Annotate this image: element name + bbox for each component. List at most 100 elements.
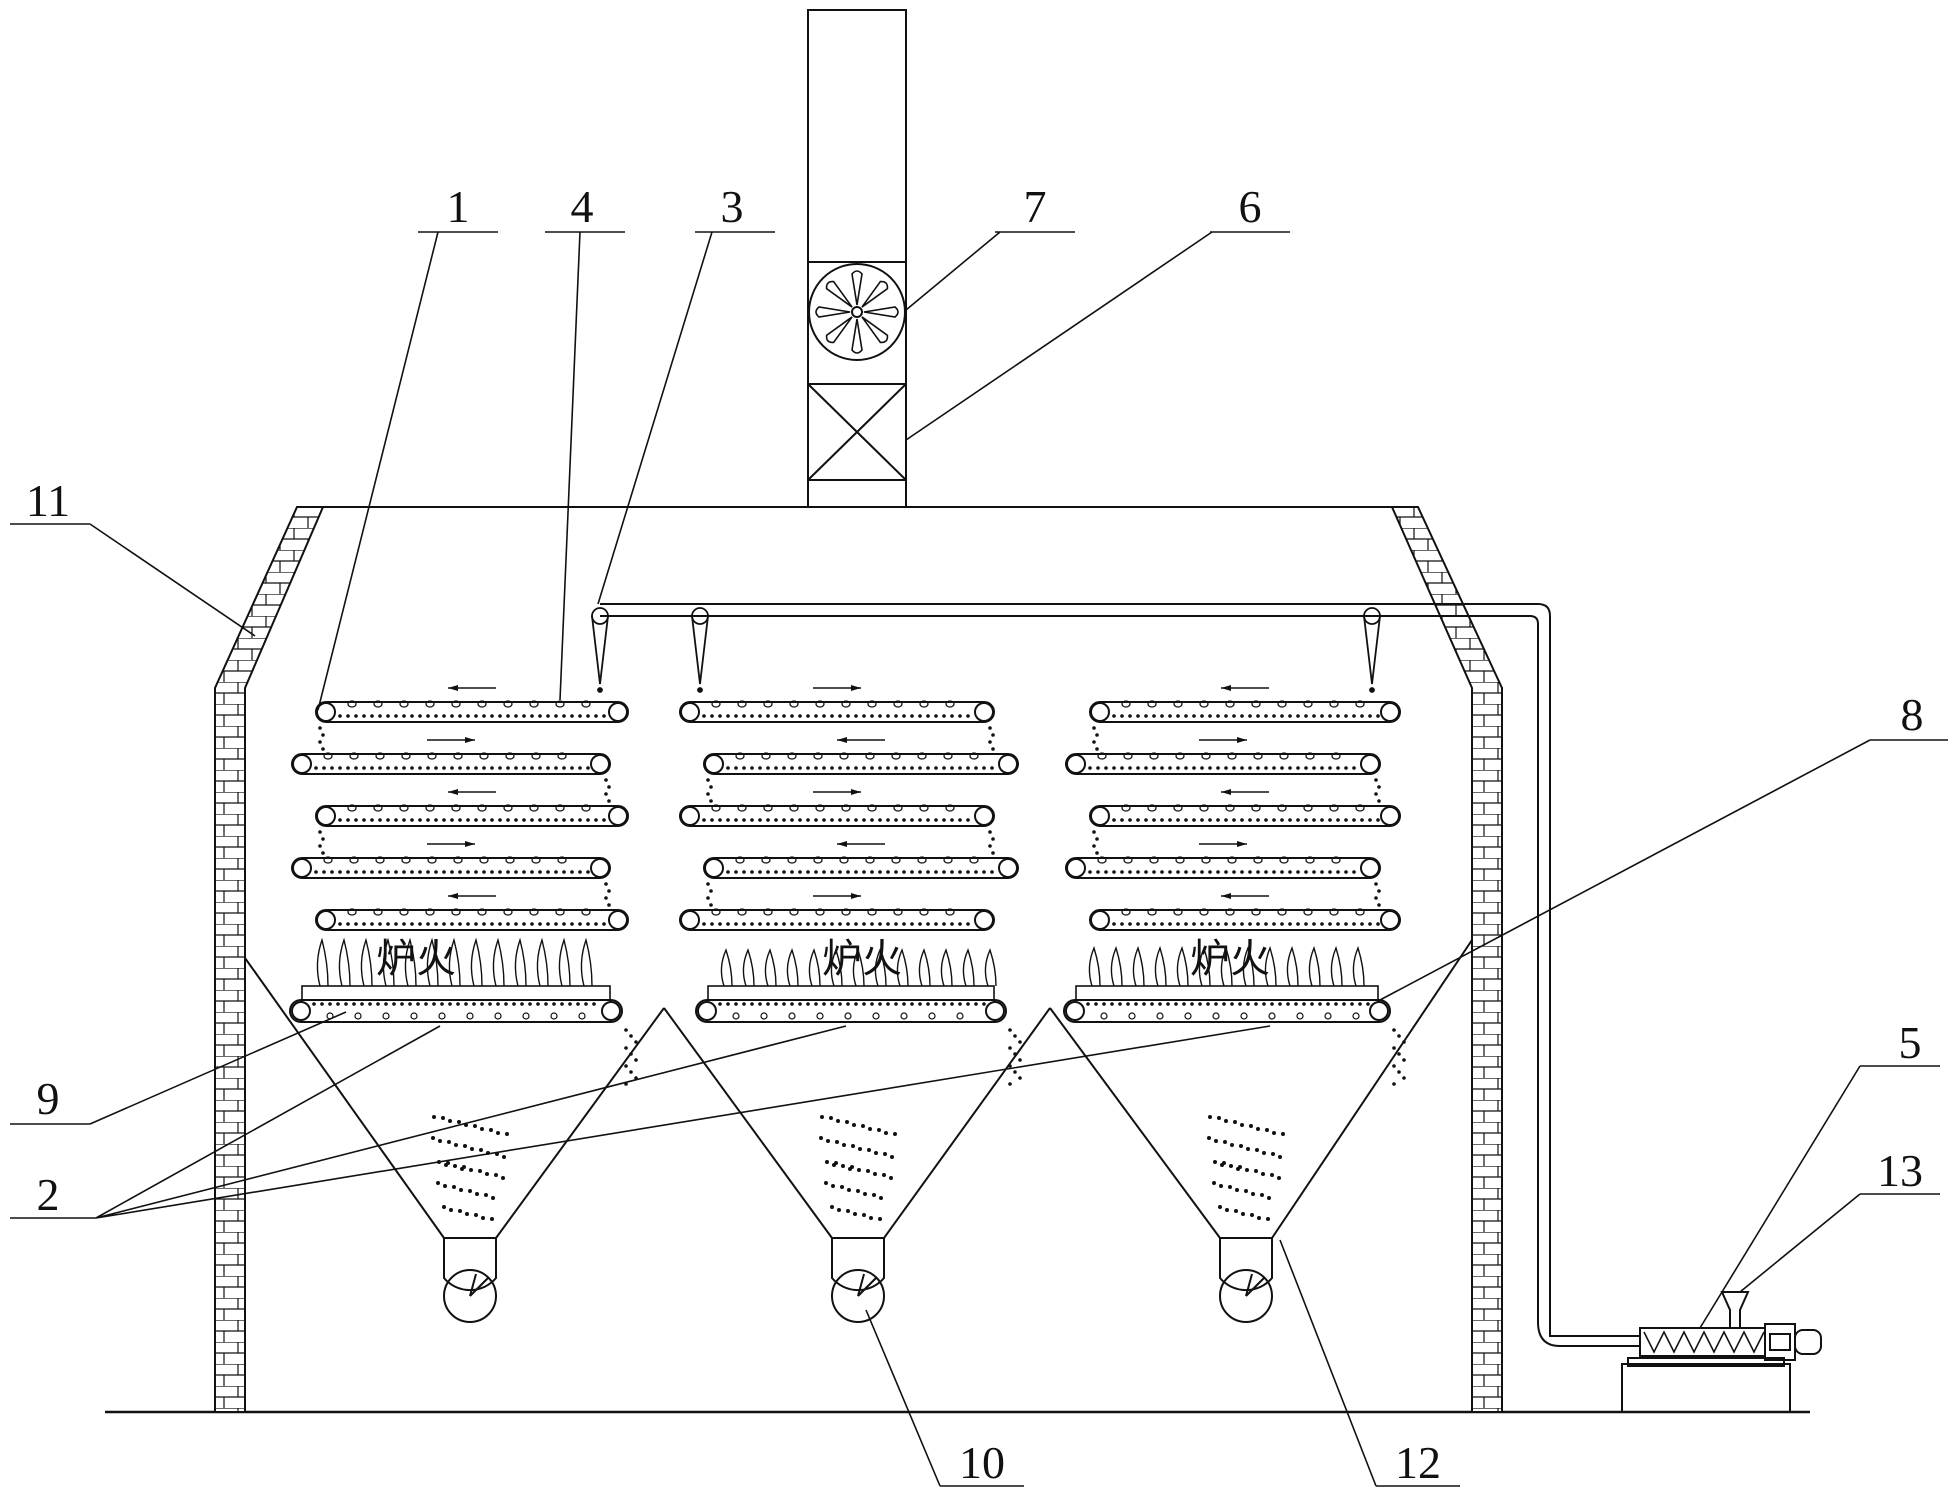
flame	[1198, 945, 1211, 987]
callout-8: 8	[1901, 689, 1924, 740]
ash-particle	[484, 1193, 488, 1197]
fan-blade	[825, 316, 853, 344]
leader-13	[1739, 1193, 1940, 1293]
conveyor-belt	[703, 841, 1019, 879]
callout-7: 7	[1024, 181, 1047, 232]
ash-particle	[494, 1173, 498, 1177]
ash-particle	[842, 1143, 846, 1147]
flame	[1308, 945, 1321, 987]
conveyor-belt	[679, 893, 995, 931]
ash-particle	[1235, 1188, 1239, 1192]
ash-particle	[479, 1148, 483, 1152]
spray-nozzles	[591, 607, 1381, 693]
ash-particle	[446, 1161, 450, 1165]
falling-material	[318, 844, 322, 848]
falling-material	[321, 733, 325, 737]
spray-nozzle	[591, 607, 609, 693]
ash-particle	[1256, 1127, 1260, 1131]
ash-particle	[441, 1116, 445, 1120]
ash-particle	[851, 1144, 855, 1148]
feed-pipe	[600, 603, 1640, 1347]
flame	[720, 948, 733, 987]
arrow-left-icon	[1221, 789, 1269, 795]
arrow-right-icon	[813, 893, 861, 899]
falling-ash	[1402, 1058, 1406, 1062]
ash-particle	[1255, 1148, 1259, 1152]
ash-particle	[485, 1172, 489, 1176]
falling-material	[1095, 747, 1099, 751]
falling-ash	[1018, 1076, 1022, 1080]
ash-particle	[867, 1148, 871, 1152]
ash-particle	[501, 1176, 505, 1180]
falling-material	[1095, 851, 1099, 855]
ash-particle	[480, 1127, 484, 1131]
leader-6	[905, 231, 1290, 441]
flame	[1176, 945, 1189, 987]
ash-particle	[1214, 1139, 1218, 1143]
ash-particle	[1218, 1205, 1222, 1209]
falling-ash	[624, 1028, 628, 1032]
leader-10	[865, 1309, 1024, 1487]
flame	[852, 948, 865, 987]
flame	[1154, 945, 1167, 987]
conveyor-belt	[315, 893, 629, 931]
ash-particle	[1234, 1209, 1238, 1213]
ash-particle	[877, 1128, 881, 1132]
ash-particle	[819, 1136, 823, 1140]
grate-conveyor	[289, 985, 638, 1086]
conveyor-belt	[1089, 685, 1401, 723]
falling-material	[991, 747, 995, 751]
callout-13: 13	[1877, 1145, 1923, 1196]
conveyor-belts	[289, 685, 1406, 1086]
ash-particle	[1230, 1143, 1234, 1147]
ash-particle	[845, 1120, 849, 1124]
ash-particle	[890, 1155, 894, 1159]
ash-particle	[1249, 1124, 1253, 1128]
rotary-valve	[1219, 1269, 1273, 1323]
falling-material	[1092, 726, 1096, 730]
falling-material	[607, 785, 611, 789]
ash-particle	[452, 1185, 456, 1189]
ash-particle	[889, 1176, 893, 1180]
ash-particle	[835, 1140, 839, 1144]
ash-particle	[847, 1188, 851, 1192]
flame	[536, 937, 549, 987]
falling-material	[991, 851, 995, 855]
flame	[1110, 945, 1123, 987]
conveyor-belt	[1065, 841, 1381, 879]
grate-conveyor	[695, 985, 1022, 1086]
falling-material	[321, 851, 325, 855]
flame	[896, 948, 909, 987]
ash-particle	[1245, 1168, 1249, 1172]
spray-nozzle	[691, 607, 709, 693]
flame	[470, 937, 483, 987]
ash-particle	[478, 1169, 482, 1173]
ash-particle	[1207, 1136, 1211, 1140]
flame	[984, 948, 997, 987]
ash-particle	[1270, 1173, 1274, 1177]
fan-blade	[851, 318, 863, 354]
ash-particle	[1266, 1217, 1270, 1221]
falling-material	[991, 733, 995, 737]
falling-ash	[1392, 1082, 1396, 1086]
ash-particle	[878, 1217, 882, 1221]
falling-material	[988, 726, 992, 730]
ash-particle	[1217, 1116, 1221, 1120]
ash-particle	[1250, 1213, 1254, 1217]
falling-material	[1374, 882, 1378, 886]
arrow-left-icon	[837, 737, 885, 743]
ash-particle	[1223, 1140, 1227, 1144]
falling-ash	[1397, 1034, 1401, 1038]
ash-particle	[831, 1184, 835, 1188]
conveyor-belt	[1065, 737, 1381, 775]
arrow-left-icon	[448, 893, 496, 899]
ash-particle	[869, 1216, 873, 1220]
flame	[580, 937, 593, 987]
ash-particle	[852, 1123, 856, 1127]
falling-material	[604, 792, 608, 796]
callout-6: 6	[1239, 181, 1262, 232]
ash-particle	[857, 1168, 861, 1172]
flame	[786, 948, 799, 987]
ash-particle	[457, 1120, 461, 1124]
falling-ash	[624, 1046, 628, 1050]
